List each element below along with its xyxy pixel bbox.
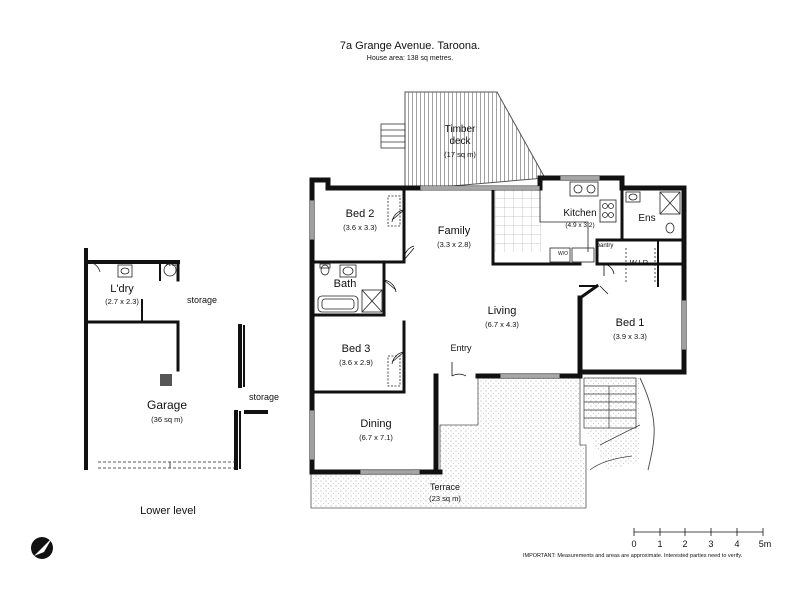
scale-bar [633, 528, 764, 536]
fixtures [317, 181, 681, 475]
garage-post [160, 374, 172, 386]
bath-label: Bath [333, 278, 357, 290]
bed2-label: Bed 2 [345, 208, 375, 220]
doors [383, 209, 615, 377]
plan-title: 7a Grange Avenue. Taroona. [339, 40, 481, 52]
dining-dims: (6.7 x 7.1) [359, 433, 393, 442]
scale-tick-1: 1 [657, 539, 663, 549]
lower-level-fixtures [89, 261, 236, 469]
windows [309, 175, 687, 475]
bed1-label: Bed 1 [615, 317, 645, 329]
scale-tick-4: 4 [734, 539, 740, 549]
terrace-label: Terrace [429, 482, 461, 492]
bed1-dims: (3.9 x 3.3) [613, 332, 647, 341]
terrace-area [310, 377, 655, 509]
timber-deck-label: Timber [444, 124, 476, 135]
bed3-dims: (3.6 x 2.9) [339, 358, 373, 367]
house-area: House area: 138 sq metres. [366, 55, 454, 62]
laundry-label: L'dry [110, 283, 134, 295]
terrace-dims: (23 sq m) [429, 494, 461, 503]
scale-tick-0: 0 [631, 539, 637, 549]
family-label: Family [437, 225, 471, 237]
wo-label: W/O [558, 251, 568, 257]
lower-level-walls [84, 248, 268, 470]
garage-label: Garage [146, 398, 188, 412]
garage-dims: (36 sq m) [151, 415, 183, 424]
scale-tick-3: 3 [708, 539, 714, 549]
kitchen-tiles [495, 190, 541, 252]
living-dims: (6.7 x 4.3) [485, 320, 519, 329]
dining-label: Dining [360, 418, 392, 430]
lower-level-label: Lower level [140, 505, 196, 517]
laundry-dims: (2.7 x 2.3) [105, 297, 139, 306]
bed2-dims: (3.6 x 3.3) [343, 223, 377, 232]
scale-tick-2: 2 [682, 539, 688, 549]
timber-deck-label-2: deck [449, 136, 471, 147]
hot-water-label: H.W. [166, 262, 178, 268]
storage-lower-label: storage [248, 392, 280, 402]
disclaimer-note: IMPORTANT: Measurements and areas are ap… [523, 553, 743, 559]
storage-upper-label: storage [186, 295, 218, 305]
kitchen-label: Kitchen [563, 208, 597, 219]
ensuite-label: Ens [638, 213, 656, 224]
timber-deck-dims: (17 sq m) [444, 150, 476, 159]
family-dims: (3.3 x 2.8) [437, 240, 471, 249]
scale-tick-5: 5m [758, 539, 772, 549]
living-label: Living [487, 305, 517, 317]
bed3-label: Bed 3 [341, 343, 371, 355]
wir-label: W.I.R. [629, 258, 651, 267]
entry-label: Entry [450, 343, 472, 353]
pantry-label: pantry [596, 243, 614, 249]
north-arrow-icon [31, 537, 53, 559]
kitchen-dims: (4.9 x 3.2) [565, 222, 595, 229]
